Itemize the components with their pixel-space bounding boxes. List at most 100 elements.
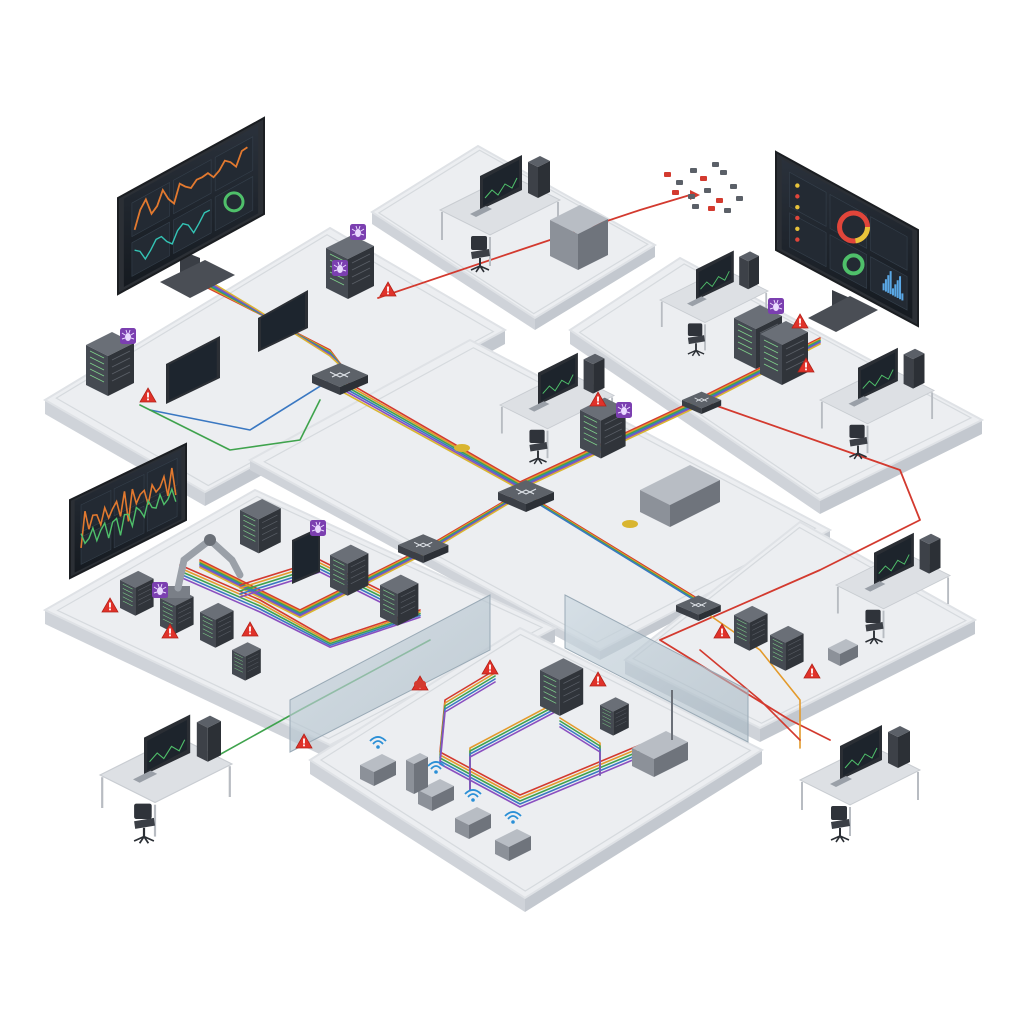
workstation-top-tower-side	[538, 161, 550, 198]
iot-sensor-1-box-side	[374, 761, 396, 786]
bug-icon	[767, 297, 785, 315]
cable-tag-3	[414, 680, 426, 688]
workstation-bottom-right-tower-front	[888, 732, 898, 768]
workstation-soc-left-tower-front	[739, 256, 749, 290]
server-rack-soc-2-body	[759, 320, 809, 386]
field-controller-2-body	[599, 696, 630, 736]
workstation-left-bottom-monitor-line	[149, 739, 186, 763]
workstation-remote-tower-front	[919, 539, 930, 574]
plc-cabinet-4	[119, 570, 154, 616]
bug-icon	[349, 223, 367, 241]
iot-sensor-3-box-top	[455, 807, 491, 825]
iot-pillar	[406, 753, 428, 794]
workstation-remote	[834, 532, 952, 645]
it-monitor-1-screen	[261, 293, 305, 349]
workstation-left-bottom-monitor-screen	[147, 720, 187, 771]
it-monitor-2	[166, 336, 220, 404]
dashboard-monitor-left-mid-line-b	[80, 487, 177, 545]
wire-iot-b-3	[469, 711, 601, 791]
workstation-left-bottom	[98, 714, 234, 845]
plc-cabinet-7-body	[231, 641, 262, 681]
zone-top-workstation-side-left	[372, 212, 535, 330]
workstation-soc-left-keyboard	[687, 296, 707, 307]
iot-sensor-4-box-top	[495, 829, 531, 847]
remote-server-1-body	[733, 605, 768, 651]
workstation-top	[438, 155, 562, 273]
nas-appliance-core-side	[670, 480, 720, 527]
glass-partition-right	[564, 594, 749, 743]
workstation-top-tower-top	[528, 156, 550, 167]
dashboard-monitor-left-top-area-line	[133, 146, 248, 231]
dashboard-monitor-left-mid	[69, 442, 187, 580]
workstation-left-bottom-tower-front	[196, 722, 208, 762]
field-controller-1-body	[539, 657, 584, 717]
workstation-left-bottom-tower-top	[196, 715, 221, 728]
camera-device-remote-front	[828, 648, 840, 666]
iot-sensor-2-box-top	[418, 779, 454, 797]
iot-sensor-3-box-side	[469, 814, 491, 839]
workstation-top-monitor-screen	[483, 160, 519, 206]
workstation-bottom-right-keyboard	[830, 776, 852, 787]
workstation-soc-right	[818, 347, 936, 460]
plc-cabinet-6	[199, 602, 234, 648]
workstation-top-keyboard	[470, 206, 492, 217]
iot-sensor-2-box-side	[432, 786, 454, 811]
workstation-core-tower-front	[583, 359, 594, 394]
workstation-left-bottom-tower-side	[207, 721, 221, 762]
remote-server-2	[769, 625, 804, 671]
camera-device-remote	[828, 639, 858, 666]
dashboard-monitor-left-mid-panel	[80, 489, 112, 533]
workstation-bottom-right-monitor-line	[844, 747, 878, 769]
iot-pillar-top	[406, 753, 428, 764]
workstation-bottom-right	[798, 725, 922, 843]
workstation-soc-right-keyboard	[848, 396, 870, 407]
zone-it-servers-inner-edge	[55, 234, 495, 487]
workstation-remote-monitor-line	[878, 554, 910, 574]
workstation-soc-right-tower-side	[913, 353, 925, 389]
gateway-appliance-iot-top	[632, 731, 688, 759]
iot-sensor-4-box-side	[509, 836, 531, 861]
server-box-top-side	[578, 219, 608, 270]
dashboard-monitor-right-top	[775, 150, 919, 328]
wire-left-rack-g	[139, 399, 321, 451]
plc-cabinet-3	[379, 574, 419, 627]
exfil-mark	[688, 194, 695, 199]
exfil-mark	[700, 176, 707, 181]
remote-server-1	[733, 605, 768, 651]
server-rack-soc-2	[759, 320, 809, 386]
dashboard-monitor-right-top-panel	[870, 216, 908, 271]
wire-left-rack	[149, 379, 331, 431]
dashboard-monitor-right-top-panel	[829, 193, 867, 249]
iot-sensor-1-box-top	[360, 754, 396, 772]
plc-cabinet-2-body	[329, 544, 369, 597]
server-box-top-top	[550, 205, 608, 234]
iot-pillar-front	[406, 760, 414, 794]
robot-arm-base	[168, 586, 190, 598]
iot-sensor-2-box	[418, 779, 454, 811]
exfil-mark	[664, 172, 671, 177]
camera-device-remote-top	[828, 639, 858, 654]
exfil-mark	[716, 198, 723, 203]
exfil-mark	[690, 168, 697, 173]
workstation-bottom-right-chair	[830, 805, 851, 843]
iot-sensor-4-box	[495, 829, 531, 861]
iot-sensor-1-box	[360, 754, 396, 786]
dashboard-monitor-right-top-status-dot	[795, 226, 800, 231]
exfil-mark	[708, 206, 715, 211]
wire-remote-red	[659, 399, 921, 741]
workstation-soc-right-tower-top	[903, 348, 925, 360]
plc-cabinet-1	[239, 498, 282, 554]
workstation-bottom-right-tower-top	[888, 726, 910, 737]
iot-sensor-2-box-front	[418, 790, 432, 811]
workstation-soc-right-monitor-line	[862, 369, 894, 389]
zone-industrial-floor-side-left	[45, 610, 330, 759]
iot-pillar-side	[414, 757, 428, 794]
wire-bottom-right	[699, 649, 801, 741]
zone-iot-field-inner-edge	[319, 633, 752, 892]
zone-industrial-floor-inner-edge	[56, 495, 544, 740]
dashboard-monitor-left-mid-line-a	[80, 467, 177, 549]
dashboard-monitor-left-top-area-line-2	[134, 209, 211, 261]
dashboard-monitor-right-top-status-dot	[795, 194, 800, 199]
dashboard-monitor-right-top-status-dot	[795, 183, 800, 188]
field-controller-1	[539, 657, 584, 717]
